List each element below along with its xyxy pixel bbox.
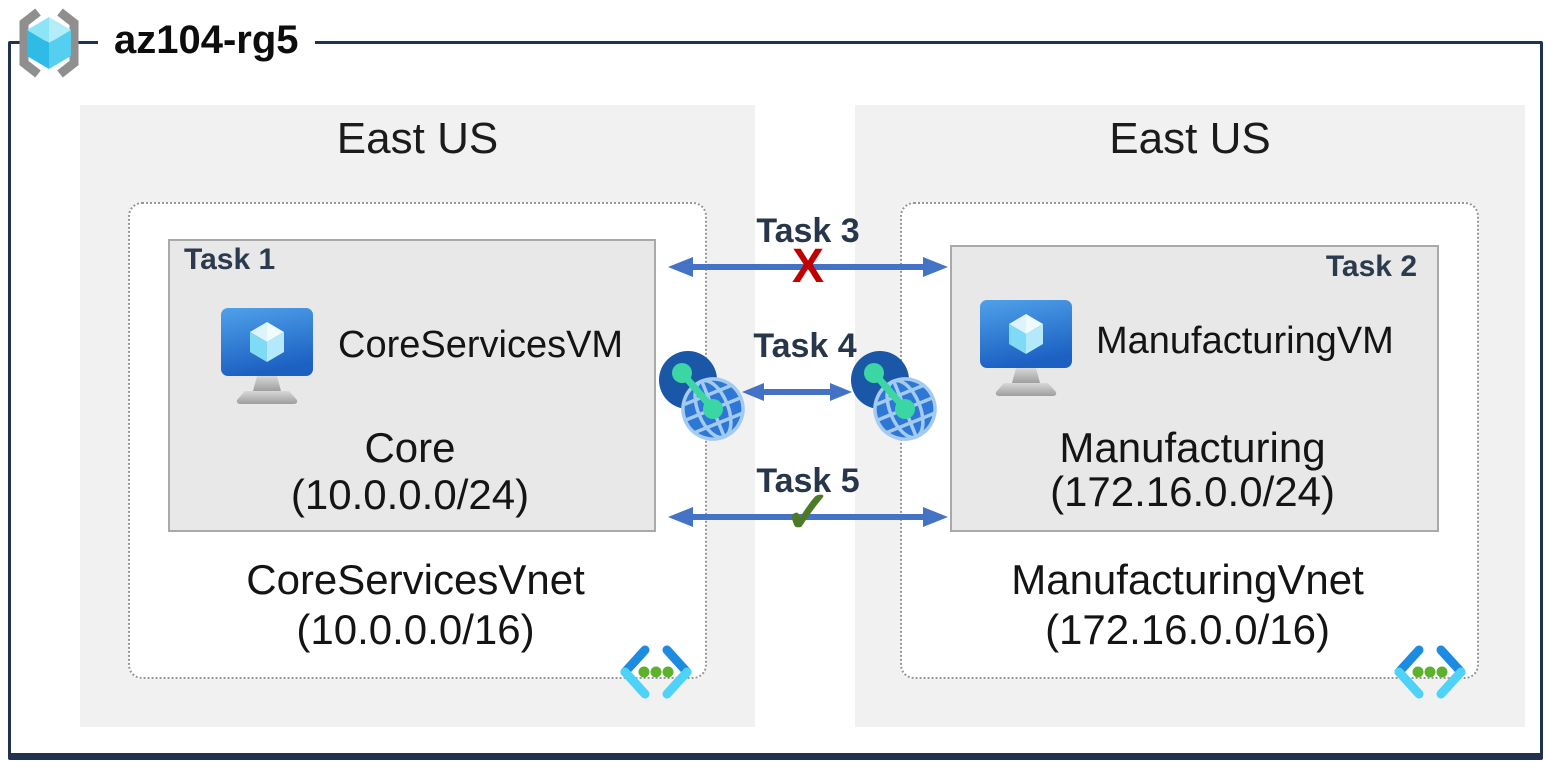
- subnet-cidr-manufacturing: (172.16.0.0/24): [1050, 468, 1335, 515]
- subnet-name-manufacturing: Manufacturing: [1059, 424, 1326, 471]
- subnet-name-core: Core: [364, 424, 456, 471]
- resource-group-icon: [19, 8, 79, 78]
- vnet-name-manufacturing: ManufacturingVnet: [1011, 556, 1364, 603]
- task4-label: Task 4: [753, 327, 857, 365]
- allowed-check-marker: ✓: [783, 480, 833, 545]
- vnet-name-coreservices: CoreServicesVnet: [246, 556, 585, 603]
- virtual-network-icon-left: [620, 645, 692, 699]
- task5-label: Task 5: [756, 462, 860, 500]
- subnet-box-core: [168, 239, 656, 532]
- task3-arrow: [668, 257, 948, 277]
- task1-label: Task 1: [184, 243, 276, 276]
- resource-group-title: az104-rg5: [98, 14, 315, 66]
- vm-name-coreservices: CoreServicesVM: [338, 324, 624, 366]
- task2-label: Task 2: [1325, 250, 1417, 283]
- task4-arrow: [742, 383, 852, 401]
- vnet-peering-icon-left: [659, 351, 745, 441]
- vnet-cidr-manufacturing: (172.16.0.0/16): [1045, 606, 1330, 653]
- vm-icon-coreservices: [221, 308, 313, 404]
- vm-name-manufacturing: ManufacturingVM: [1096, 320, 1394, 362]
- virtual-network-icon-right: [1394, 645, 1466, 699]
- blocked-x-marker: X: [791, 240, 824, 293]
- vnet-peering-icon-right: [851, 351, 937, 441]
- region-left-title: East US: [336, 114, 499, 163]
- resource-group-frame: [8, 41, 1543, 760]
- task5-arrow: [668, 507, 948, 527]
- vm-icon-manufacturing: [980, 300, 1072, 396]
- subnet-cidr-core: (10.0.0.0/24): [290, 471, 530, 518]
- region-right-title: East US: [1109, 114, 1271, 163]
- task3-label: Task 3: [756, 212, 860, 250]
- vnet-cidr-coreservices: (10.0.0.0/16): [296, 606, 535, 653]
